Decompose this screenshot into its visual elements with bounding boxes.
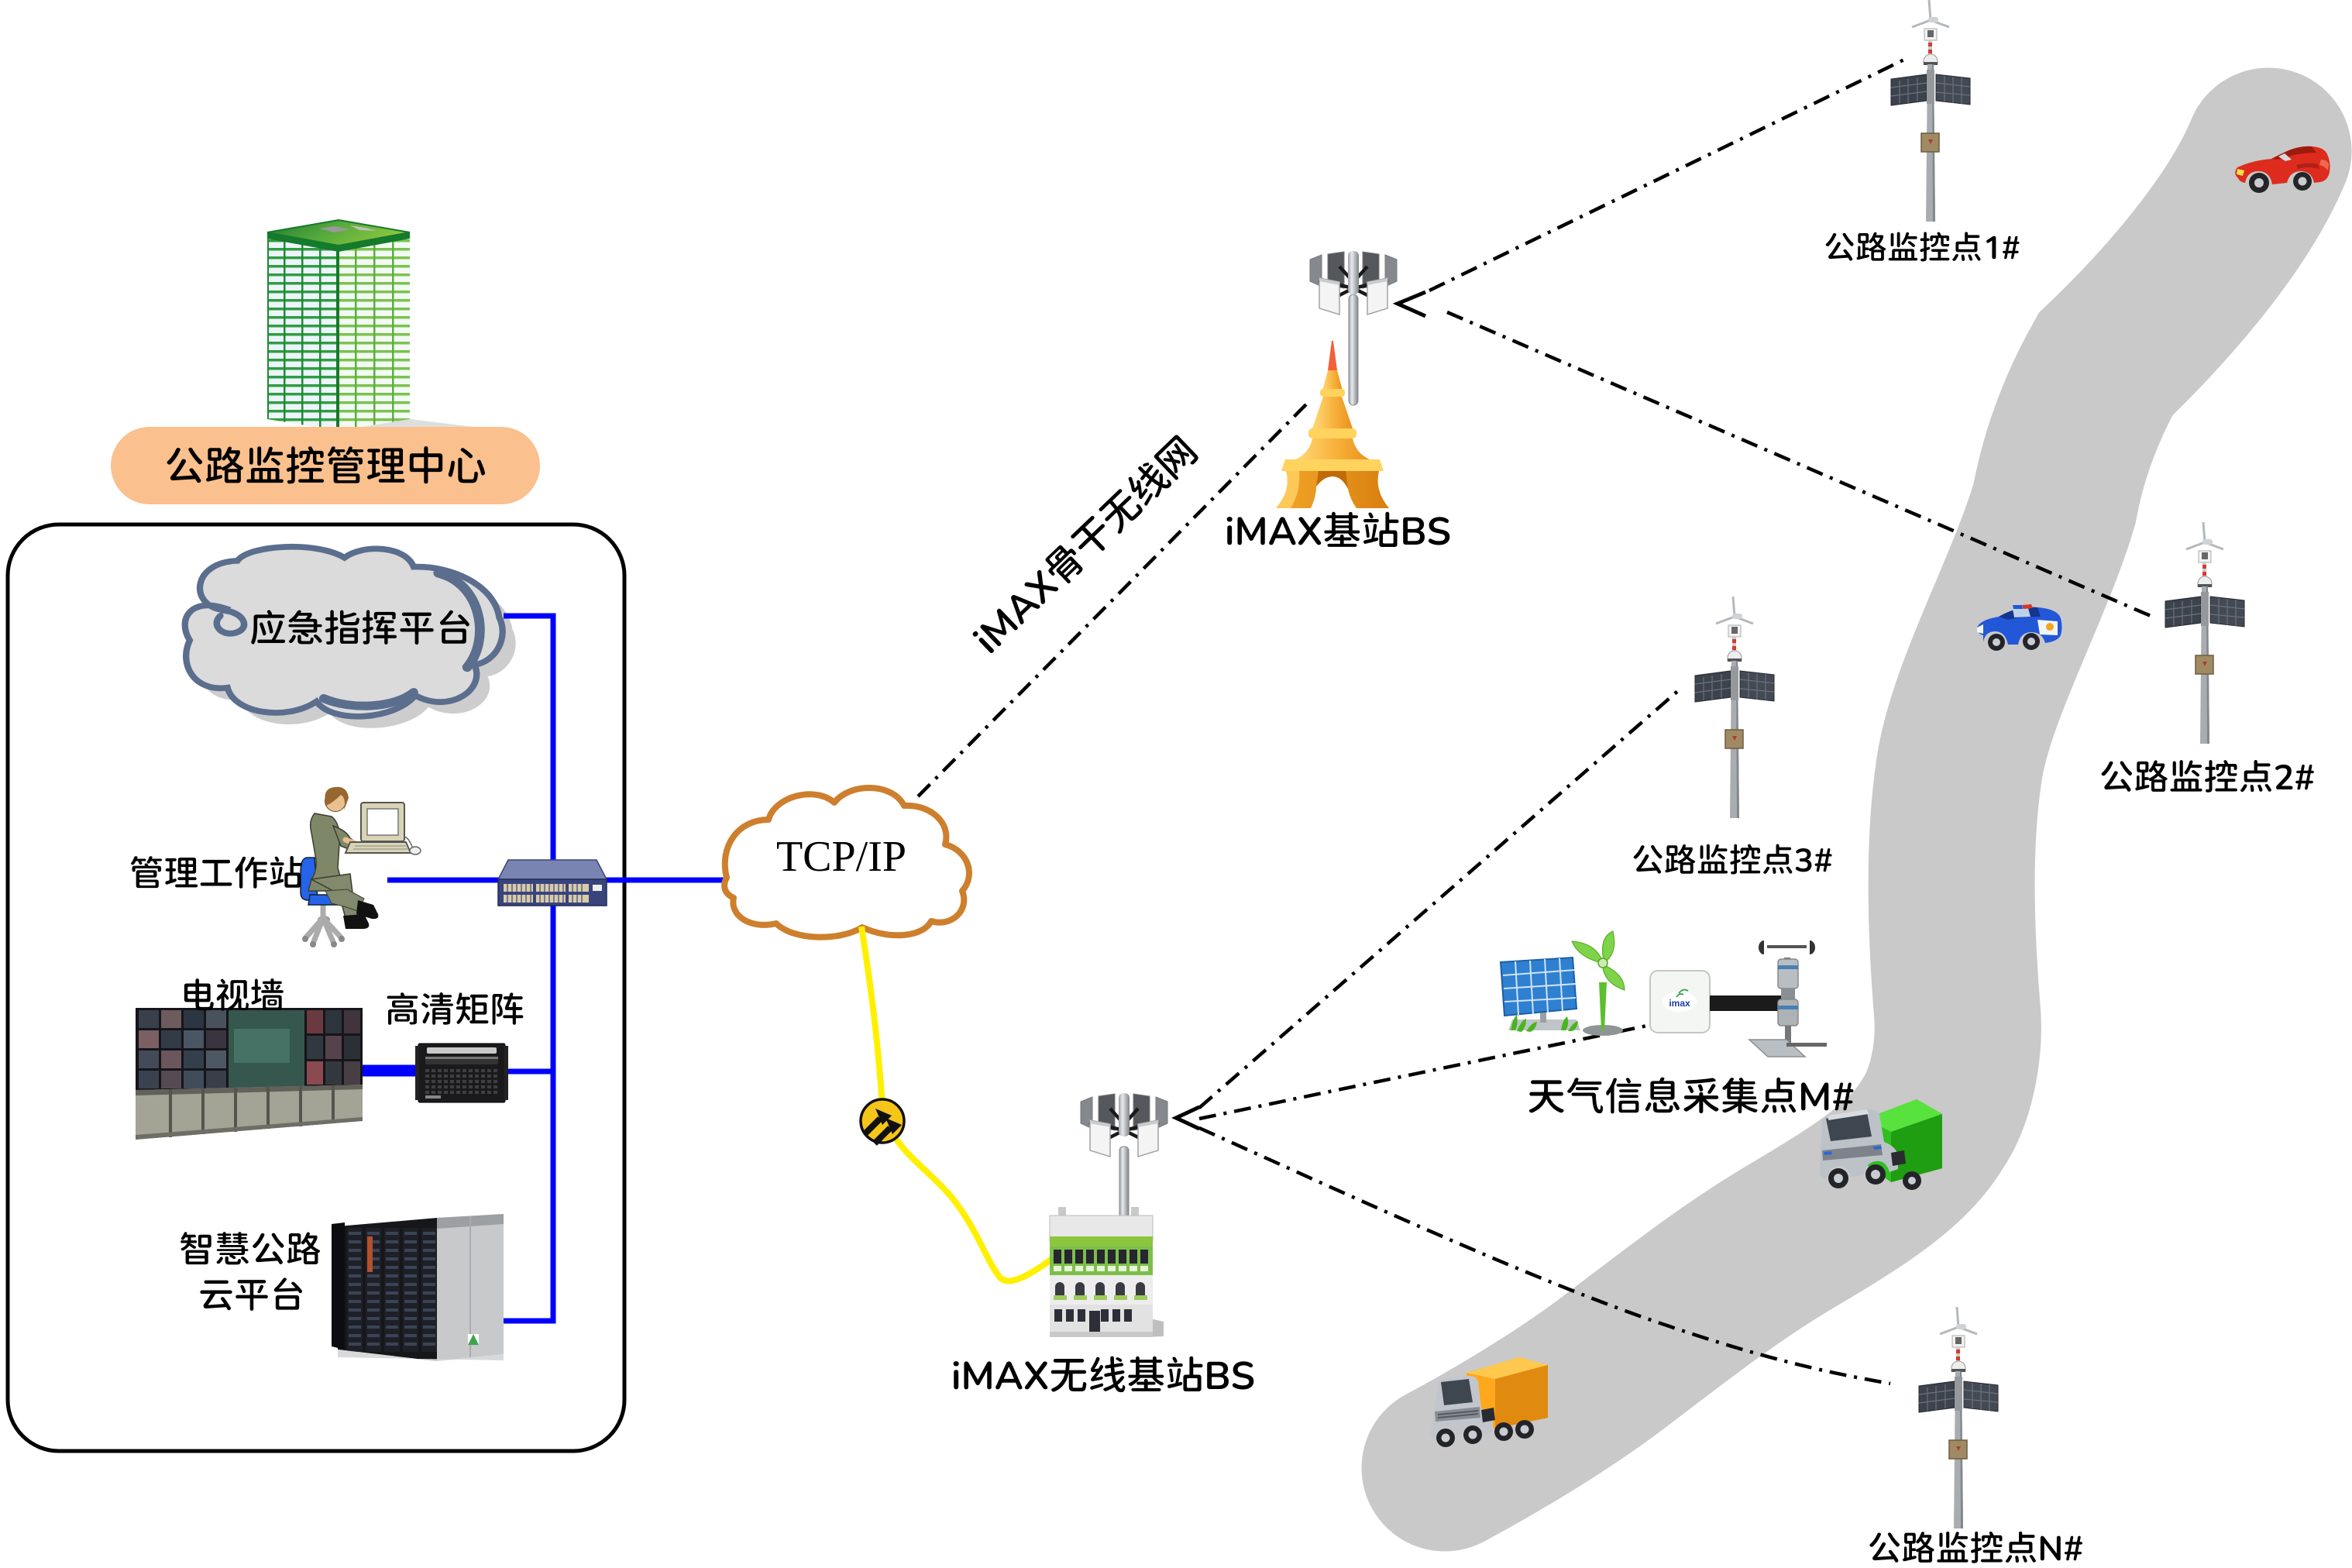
svg-text:TCP/IP: TCP/IP	[776, 833, 906, 881]
svg-text:imax: imax	[1669, 998, 1690, 1009]
